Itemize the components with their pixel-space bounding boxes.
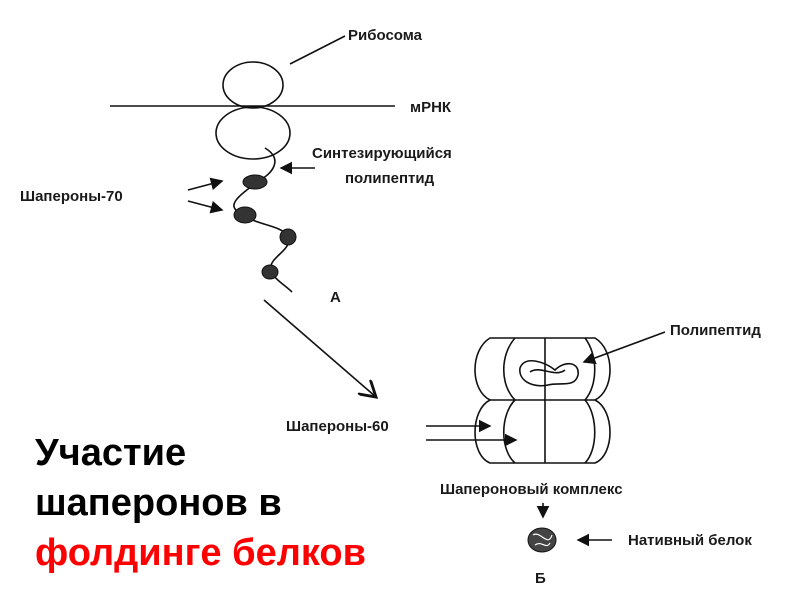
polypeptide-label: Полипептид xyxy=(670,322,761,339)
chaperones70-arrow xyxy=(187,200,224,214)
synthesizing-label-2: полипептид xyxy=(345,170,435,187)
marker-b: Б xyxy=(535,570,546,587)
complex-label: Шапероновый комплекс xyxy=(440,481,623,498)
native-protein-label: Нативный белок xyxy=(628,532,752,549)
transfer-arrow xyxy=(263,299,376,397)
title-line-2: шаперонов в xyxy=(35,482,282,524)
polypeptide-leader xyxy=(582,331,666,365)
marker-a: А xyxy=(330,289,341,306)
chaperonin-complex xyxy=(474,337,611,464)
chaperones60-label: Шапероны-60 xyxy=(286,418,389,435)
ribosome-leader xyxy=(289,35,346,65)
mrna-label: мРНК xyxy=(410,99,452,116)
chaperone70-blob xyxy=(233,174,297,280)
title-line-3: фолдинге белков xyxy=(35,532,366,574)
chaperones70-label: Шапероны-70 xyxy=(20,188,123,205)
chaperones70-arrow xyxy=(187,177,224,191)
ribosome-label: Рибосома xyxy=(348,27,423,44)
slide-title: Участие шаперонов в фолдинге белков xyxy=(35,428,366,578)
native-protein xyxy=(527,527,557,553)
ribosome xyxy=(215,61,291,160)
synthesizing-label-1: Синтезирующийся xyxy=(312,145,452,162)
title-line-1: Участие xyxy=(35,432,187,474)
